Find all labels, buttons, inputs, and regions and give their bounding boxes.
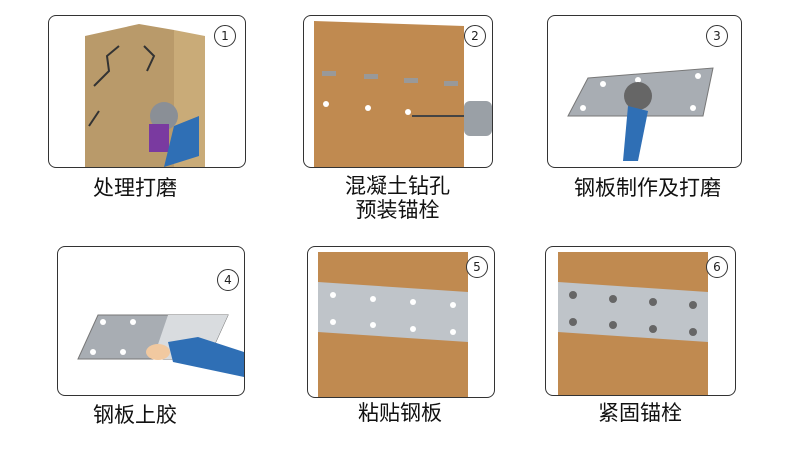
step-number: 2	[464, 25, 486, 47]
step-5-panel: 5	[307, 246, 495, 398]
step-3-panel: 3	[547, 15, 742, 168]
step-2-label: 混凝土钻孔	[345, 174, 450, 198]
step-6-label: 紧固锚栓	[598, 401, 682, 425]
step-1-panel: 1	[48, 15, 246, 168]
plate-grinding-illustration	[567, 67, 714, 161]
step-number: 4	[217, 269, 239, 291]
step-2-label-line2: 预装锚栓	[355, 198, 440, 222]
step-number: 1	[214, 25, 236, 47]
glue-illustration	[77, 314, 244, 377]
grinding-illustration	[85, 24, 205, 167]
step-number: 5	[466, 256, 488, 278]
step-number: 3	[706, 25, 728, 47]
step-5-label: 粘贴钢板	[358, 401, 442, 425]
step-6-panel: 6	[545, 246, 736, 396]
step-1-label: 处理打磨	[93, 176, 177, 200]
step-2-panel: 2	[303, 15, 493, 168]
step-3-label: 钢板制作及打磨	[574, 176, 721, 200]
step-4-panel: 4	[57, 246, 245, 396]
step-4-label: 钢板上胶	[93, 403, 177, 427]
drilling-illustration	[314, 21, 492, 167]
step-number: 6	[706, 256, 728, 278]
anchor-tightening-illustration	[558, 252, 708, 395]
bonding-illustration	[318, 252, 468, 397]
